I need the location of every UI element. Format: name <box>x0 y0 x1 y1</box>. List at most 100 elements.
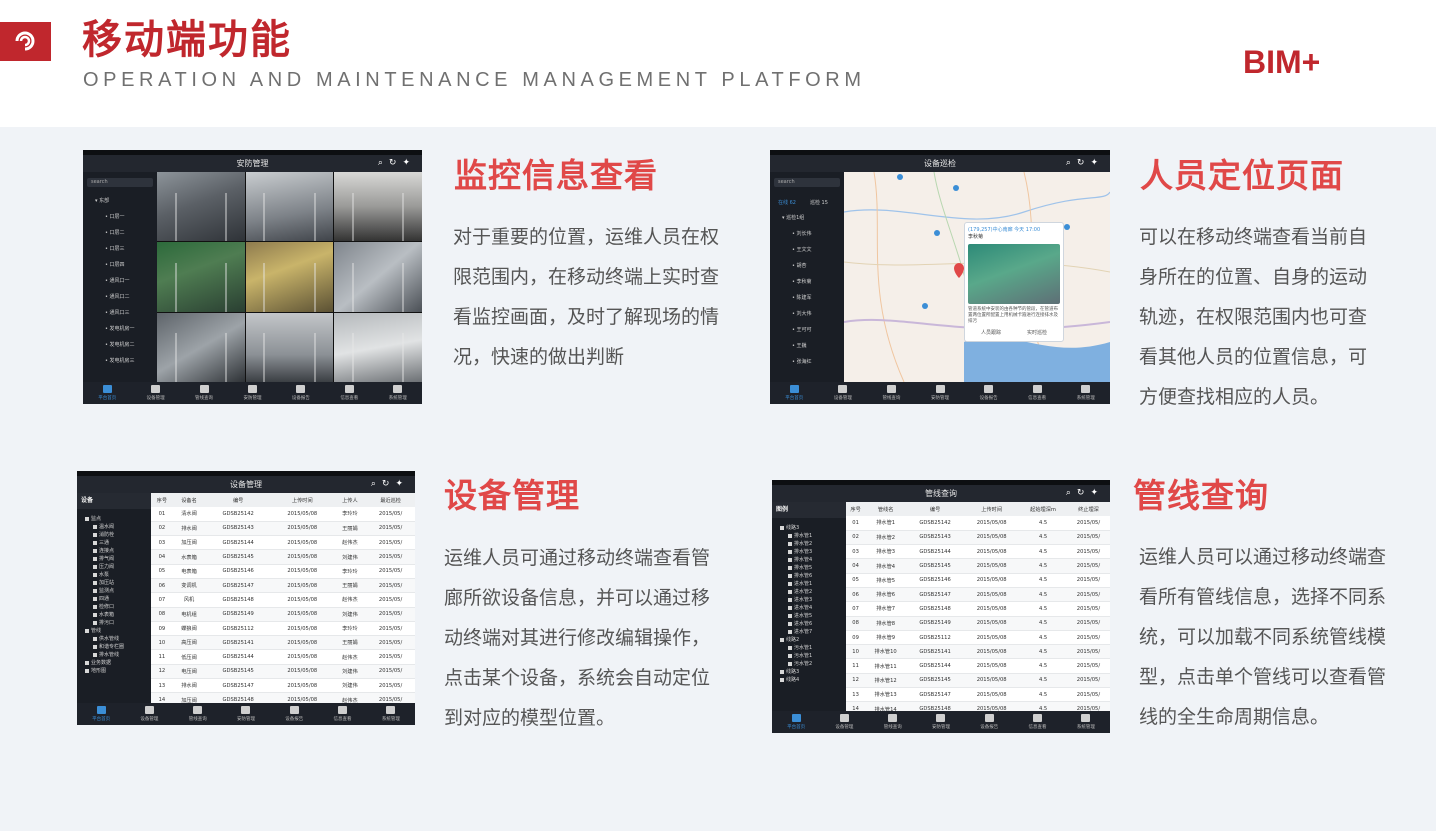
tree-item[interactable]: 供水管线 <box>81 635 151 643</box>
column-header[interactable]: 序号 <box>846 502 866 516</box>
tree-item[interactable]: 排水管4 <box>776 556 846 564</box>
checkbox-icon[interactable] <box>93 596 97 601</box>
footer-nav-item[interactable]: 设备报告 <box>964 382 1013 404</box>
tree-item[interactable]: 线路3 <box>776 668 846 676</box>
checkbox-icon[interactable] <box>93 588 97 593</box>
tree-item[interactable]: 排水管3 <box>776 548 846 556</box>
tree-item[interactable]: 进水管4 <box>776 604 846 612</box>
checkbox-icon[interactable] <box>93 556 97 561</box>
checkbox-icon[interactable] <box>93 652 97 657</box>
tree-item[interactable]: 检修口 <box>81 603 151 611</box>
tree-item[interactable]: 排水管6 <box>776 572 846 580</box>
tree-item[interactable]: 水表箱 <box>81 611 151 619</box>
checkbox-icon[interactable] <box>788 541 792 546</box>
tree-item[interactable]: 进水管2 <box>776 588 846 596</box>
checkbox-icon[interactable] <box>85 516 89 521</box>
camera-feed[interactable] <box>334 312 422 382</box>
tree-item[interactable]: 污水管1 <box>776 644 846 652</box>
checkbox-icon[interactable] <box>93 620 97 625</box>
tree-item[interactable]: 排水管线 <box>81 651 151 659</box>
tree-item[interactable]: 加压站 <box>81 579 151 587</box>
sidebar-item[interactable]: ▾ 巡检1组 <box>782 215 805 221</box>
sidebar-item[interactable]: • 口层四 <box>105 262 125 268</box>
footer-nav-item[interactable]: 安防管理 <box>916 382 965 404</box>
sidebar-item[interactable]: • 通风口三 <box>105 310 130 316</box>
tree-item[interactable]: 排污口 <box>81 619 151 627</box>
checkbox-icon[interactable] <box>93 644 97 649</box>
footer-nav-item[interactable]: 设备管理 <box>131 382 179 404</box>
checkbox-icon[interactable] <box>93 604 97 609</box>
checkbox-icon[interactable] <box>788 589 792 594</box>
checkbox-icon[interactable] <box>788 613 792 618</box>
footer-nav-item[interactable]: 信息查看 <box>318 703 366 725</box>
checkbox-icon[interactable] <box>788 653 792 658</box>
camera-feed[interactable] <box>334 242 422 312</box>
tree-item[interactable]: 和谐专栏圈 <box>81 643 151 651</box>
footer-nav-item[interactable]: 系统管理 <box>1061 382 1110 404</box>
column-header[interactable]: 起始埋深m <box>1019 502 1067 516</box>
sidebar-item[interactable]: • 胡杏 <box>792 263 807 269</box>
tree-item[interactable]: 管线 <box>81 627 151 635</box>
sidebar-item[interactable]: • 刘大伟 <box>792 311 812 317</box>
footer-nav-item[interactable]: 信息查看 <box>1013 382 1062 404</box>
column-header[interactable]: 序号 <box>151 493 173 507</box>
tree-item[interactable]: 污水管2 <box>776 660 846 668</box>
footer-nav-item[interactable]: 设备管理 <box>819 382 868 404</box>
tree-item[interactable]: 地形图 <box>81 667 151 675</box>
tree-item[interactable]: 温水阀 <box>81 523 151 531</box>
checkbox-icon[interactable] <box>93 548 97 553</box>
camera-feed[interactable] <box>157 242 245 312</box>
checkbox-icon[interactable] <box>93 580 97 585</box>
footer-nav-item[interactable]: 平台首页 <box>77 703 125 725</box>
tree-item[interactable]: 污水管1 <box>776 652 846 660</box>
checkbox-icon[interactable] <box>93 564 97 569</box>
column-header[interactable]: 管线名 <box>865 502 907 516</box>
footer-nav-item[interactable]: 安防管理 <box>917 711 965 733</box>
checkbox-icon[interactable] <box>788 573 792 578</box>
checkbox-icon[interactable] <box>85 628 89 633</box>
column-header[interactable]: 上传时间 <box>964 502 1020 516</box>
tree-item[interactable]: 线路4 <box>776 676 846 684</box>
tree-item[interactable]: 进水管6 <box>776 620 846 628</box>
sidebar-item[interactable]: • 刘长伟 <box>792 231 812 237</box>
search-input[interactable]: search <box>87 178 153 187</box>
tree-item[interactable]: 排水管2 <box>776 540 846 548</box>
footer-nav-item[interactable]: 平台首页 <box>772 711 820 733</box>
footer-nav-item[interactable]: 管线查询 <box>867 382 916 404</box>
tree-item[interactable]: 水泵 <box>81 571 151 579</box>
checkbox-icon[interactable] <box>788 533 792 538</box>
sidebar-item[interactable]: • 王文文 <box>792 247 812 253</box>
column-header[interactable]: 编号 <box>906 502 965 516</box>
sidebar-item[interactable]: • 李秋菊 <box>792 279 812 285</box>
track-button[interactable]: 人员跟踪 <box>980 330 1001 336</box>
sidebar-item[interactable]: • 陈建军 <box>792 295 812 301</box>
footer-nav-item[interactable]: 信息查看 <box>325 382 373 404</box>
camera-feed[interactable] <box>245 242 334 312</box>
tree-item[interactable]: 进水管1 <box>776 580 846 588</box>
tree-item[interactable]: 压力阀 <box>81 563 151 571</box>
sidebar-item[interactable]: • 口层二 <box>105 230 125 236</box>
footer-nav-item[interactable]: 系统管理 <box>374 382 422 404</box>
sidebar-item[interactable]: • 通风口二 <box>105 294 130 300</box>
sidebar-item[interactable]: • 王巍 <box>792 343 807 349</box>
footer-nav-item[interactable]: 管线查询 <box>180 382 228 404</box>
footer-nav-item[interactable]: 平台首页 <box>83 382 131 404</box>
footer-nav-item[interactable]: 平台首页 <box>770 382 819 404</box>
checkbox-icon[interactable] <box>780 525 784 530</box>
